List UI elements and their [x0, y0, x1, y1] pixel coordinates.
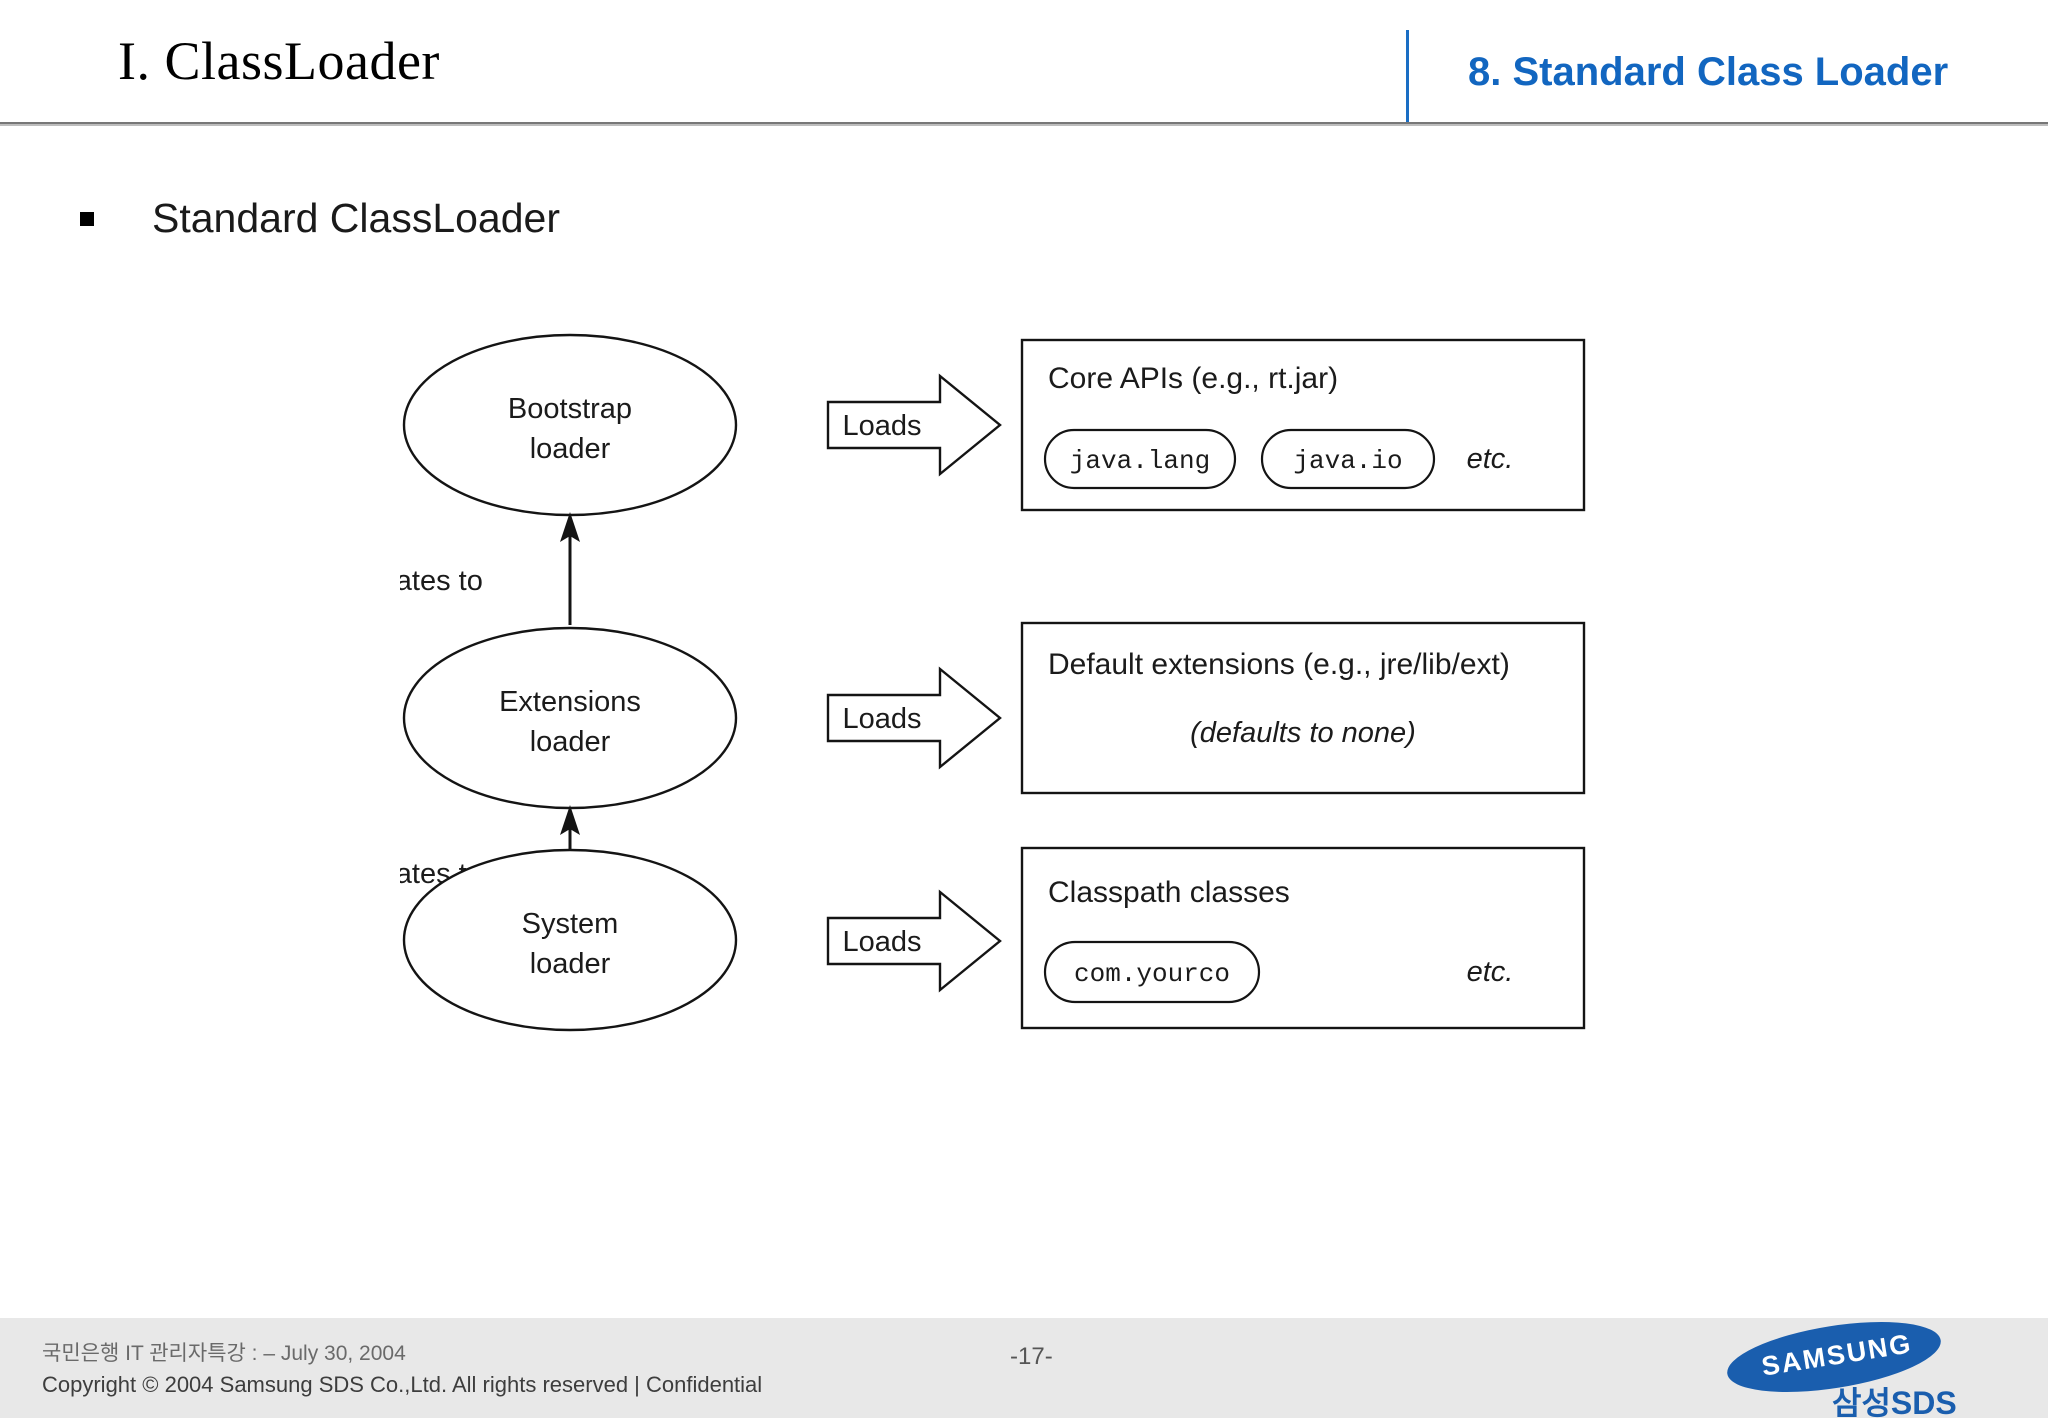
arrow-loads-system: Loads: [826, 889, 1002, 993]
node-extensions-loader: Extensions loader: [402, 626, 738, 810]
delegation-label-1: Delegates to: [400, 565, 483, 597]
arrow-loads-bootstrap-label: Loads: [842, 410, 921, 442]
bullet-label: Standard ClassLoader: [152, 195, 560, 241]
target-classpath-classes-etc: etc.: [1467, 956, 1514, 988]
node-system-loader: System loader: [402, 848, 738, 1032]
node-bootstrap-loader: Bootstrap loader: [402, 333, 738, 517]
pill-java-lang: java.lang: [1043, 428, 1237, 490]
arrow-loads-system-label: Loads: [842, 926, 921, 958]
target-core-apis: Core APIs (e.g., rt.jar) java.lang java.…: [1020, 338, 1586, 512]
node-system-line2: loader: [530, 948, 611, 980]
header-divider: [1406, 30, 1409, 122]
pill-com-yourco-label: com.yourco: [1074, 959, 1230, 989]
delegation-extensions-to-bootstrap: Delegates to: [400, 512, 580, 625]
node-system-line1: System: [522, 908, 619, 940]
pill-java-io-label: java.io: [1293, 446, 1402, 476]
page-number: -17-: [1010, 1343, 1053, 1370]
section-title: 8. Standard Class Loader: [1468, 50, 1949, 94]
target-classpath-classes: Classpath classes com.yourco etc.: [1020, 846, 1586, 1030]
pill-com-yourco: com.yourco: [1043, 940, 1261, 1004]
node-bootstrap-line1: Bootstrap: [508, 393, 632, 425]
arrow-loads-extensions-label: Loads: [842, 703, 921, 735]
target-classpath-classes-title: Classpath classes: [1048, 876, 1290, 909]
slide-header: I. ClassLoader 8. Standard Class Loader: [0, 0, 2048, 126]
node-bootstrap-line2: loader: [530, 433, 611, 465]
target-default-extensions: Default extensions (e.g., jre/lib/ext) (…: [1020, 621, 1586, 795]
samsung-sds-korean-wordmark: 삼성SDS: [1832, 1385, 1957, 1421]
arrow-loads-extensions: Loads: [826, 666, 1002, 770]
node-extensions-line1: Extensions: [499, 686, 641, 718]
page-title: I. ClassLoader: [118, 31, 440, 91]
square-bullet-icon: [80, 211, 94, 226]
footer-copyright-line: Copyright © 2004 Samsung SDS Co.,Ltd. Al…: [42, 1372, 763, 1397]
slide-footer: [0, 1318, 2048, 1418]
node-extensions-line2: loader: [530, 726, 611, 758]
target-core-apis-title: Core APIs (e.g., rt.jar): [1048, 362, 1338, 395]
header-rule: [0, 122, 2048, 126]
target-default-extensions-note: (defaults to none): [1190, 717, 1416, 749]
bullet-item: Standard ClassLoader: [80, 195, 560, 242]
pill-java-io: java.io: [1260, 428, 1436, 490]
classloader-delegation-diagram: Bootstrap loader Loads Core APIs (e.g., …: [400, 330, 1660, 1110]
target-core-apis-etc: etc.: [1467, 443, 1514, 475]
pill-java-lang-label: java.lang: [1070, 446, 1210, 476]
footer-course-line: 국민은행 IT 관리자특강 : – July 30, 2004: [42, 1342, 406, 1365]
target-default-extensions-title: Default extensions (e.g., jre/lib/ext): [1048, 648, 1510, 681]
samsung-sds-logo: SAMSUNG 삼성SDS: [1722, 1309, 2006, 1421]
arrow-loads-bootstrap: Loads: [826, 373, 1002, 477]
